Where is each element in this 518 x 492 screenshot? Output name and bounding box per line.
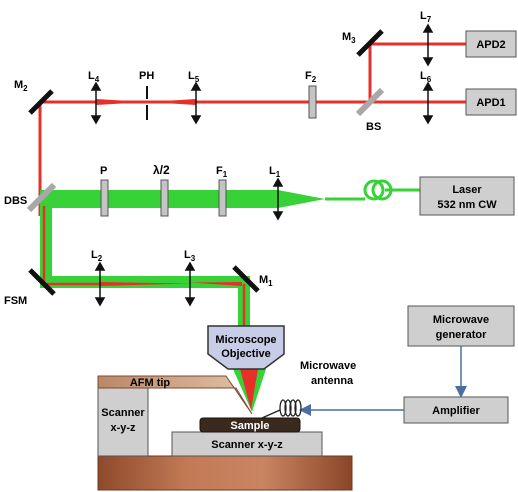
afm-tip: AFM tip: [97, 375, 253, 415]
filter-F1: [218, 179, 227, 217]
microwave-wiring: [299, 346, 467, 416]
svg-text:Scanner x-y-z: Scanner x-y-z: [211, 439, 283, 451]
mirror-M2: [28, 89, 54, 115]
label-M3: M3: [342, 31, 356, 45]
beamsplitter-BS: [355, 87, 385, 117]
svg-text:APD2: APD2: [476, 39, 505, 51]
beamsplitter-DBS: [26, 182, 57, 213]
label-half-wave: λ/2: [153, 163, 170, 177]
microwave-antenna: [261, 399, 302, 419]
svg-text:Scanner: Scanner: [101, 407, 145, 419]
label-M1: M1: [259, 274, 273, 288]
label-FSM: FSM: [4, 295, 27, 307]
scanner-bottom: Scanner x-y-z: [171, 431, 323, 457]
filter-F2: [308, 85, 317, 119]
lens-L2: [94, 261, 106, 307]
amplifier-box: Amplifier: [403, 396, 509, 424]
sample: Sample: [199, 417, 301, 433]
label-L2: L2: [91, 249, 103, 263]
scanner-left: Scanner x-y-z: [97, 387, 149, 457]
label-L3: L3: [184, 249, 196, 263]
lens-L6: [422, 81, 434, 125]
microwave-generator-box: Microwave generator: [407, 305, 515, 347]
mirror-M1: [232, 265, 260, 293]
mirror-M3: [356, 29, 384, 57]
lens-L1: [272, 177, 284, 221]
lens-L7: [422, 23, 434, 67]
base-block: [97, 455, 353, 491]
svg-text:Laser: Laser: [452, 184, 482, 196]
svg-text:AFM tip: AFM tip: [130, 377, 171, 389]
component-labels: M2 M3 M1 L4 L5 L6 L7 L1 L2 L3 F2 F1 PH P…: [4, 10, 432, 307]
label-L7: L7: [420, 10, 432, 24]
svg-text:Microwave: Microwave: [300, 360, 356, 372]
lens-L4: [90, 81, 102, 125]
label-L1: L1: [269, 165, 281, 179]
svg-text:Microwave: Microwave: [433, 314, 489, 326]
label-DBS: DBS: [4, 195, 27, 207]
antenna-label: Microwave antenna: [300, 360, 356, 387]
label-L5: L5: [188, 70, 200, 84]
label-F2: F2: [305, 70, 317, 84]
svg-text:Amplifier: Amplifier: [432, 405, 480, 417]
svg-text:APD1: APD1: [476, 97, 505, 109]
label-L6: L6: [420, 70, 432, 84]
apd1-box: APD1: [465, 88, 517, 116]
lenses: [90, 23, 434, 307]
pinhole-focus: [96, 99, 196, 105]
svg-text:x-y-z: x-y-z: [110, 422, 136, 434]
apd2-box: APD2: [465, 30, 517, 58]
polarizer-P: [100, 179, 109, 217]
red-overlay: [42, 206, 258, 410]
svg-text:Sample: Sample: [230, 420, 269, 432]
svg-text:generator: generator: [436, 329, 487, 341]
lens-L3: [184, 261, 196, 307]
svg-text:Microscope: Microscope: [215, 334, 276, 346]
mirror-FSM: [28, 268, 56, 296]
label-M2: M2: [14, 79, 28, 93]
svg-text:Objective: Objective: [221, 348, 271, 360]
label-F1: F1: [216, 165, 228, 179]
lens-L5: [190, 81, 202, 125]
svg-text:532 nm CW: 532 nm CW: [437, 199, 497, 211]
laser-box: Laser 532 nm CW: [419, 176, 515, 216]
label-L4: L4: [88, 70, 100, 84]
label-BS: BS: [366, 121, 381, 133]
svg-text:antenna: antenna: [311, 375, 354, 387]
label-PH: PH: [139, 70, 154, 82]
microscope-objective: Microscope Objective: [207, 325, 285, 370]
label-P: P: [100, 165, 107, 177]
green-beam-path: [40, 179, 420, 412]
half-wave-plate: [160, 179, 169, 217]
